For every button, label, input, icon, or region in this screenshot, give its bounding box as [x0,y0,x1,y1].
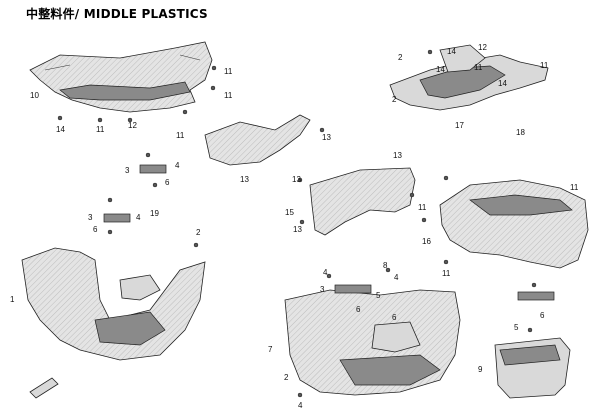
callout-11: 11 [224,91,233,100]
callout-14: 14 [498,79,507,88]
callout-6: 6 [165,178,170,187]
part-16-left-side-cover [309,167,416,236]
callout-labels: 1 2 2 2 2 3 3 3 4 4 4 4 4 5 5 6 6 6 6 6 … [10,43,579,410]
part-7-right-footwell [284,289,461,396]
callout-14: 14 [56,125,65,134]
callout-11: 11 [224,67,233,76]
callout-11: 11 [540,61,549,70]
callout-4: 4 [323,268,328,277]
callout-13: 13 [393,151,402,160]
callout-10: 10 [30,91,39,100]
callout-8: 8 [383,261,388,270]
callout-4: 4 [175,161,180,170]
callout-5: 5 [514,323,519,332]
callout-4: 4 [298,401,303,410]
callout-7: 7 [268,345,273,354]
callout-2: 2 [284,373,289,382]
callout-9: 9 [478,365,483,374]
callout-13: 13 [292,175,301,184]
callout-17: 17 [455,121,464,130]
callout-16: 16 [422,237,431,246]
callout-11: 11 [570,183,579,192]
part-17-rear-frame [389,44,549,111]
callout-19: 19 [150,209,159,218]
callout-14: 14 [447,47,456,56]
fasteners [57,49,537,398]
callout-6: 6 [392,313,397,322]
callout-13: 13 [240,175,249,184]
callout-1: 1 [10,295,15,304]
orientation-arrow-icon [29,377,59,399]
callout-11: 11 [176,131,185,140]
callout-11: 11 [96,125,105,134]
part-11-right-side-cover [439,179,589,269]
part-1-left-footwell [21,247,206,361]
callout-6: 6 [93,225,98,234]
page-title: 中整料件/ MIDDLE PLASTICS [26,7,208,21]
callout-18: 18 [516,128,525,137]
part-13-center-panel [204,114,311,166]
callout-15: 15 [285,208,294,217]
part-10-front-panel [29,41,213,113]
callout-4: 4 [394,273,399,282]
callout-2: 2 [398,53,403,62]
callout-13: 13 [322,133,331,142]
callout-3: 3 [320,285,325,294]
callout-2: 2 [392,95,397,104]
callout-4: 4 [136,213,141,222]
callout-2: 2 [196,228,201,237]
callout-3: 3 [88,213,93,222]
callout-11: 11 [442,269,451,278]
part-9-storage-tray [494,337,571,399]
mount-brackets [103,164,555,301]
callout-3: 3 [125,166,130,175]
callout-6: 6 [356,305,361,314]
callout-5: 5 [376,291,381,300]
callout-11: 11 [418,203,427,212]
callout-14: 14 [436,65,445,74]
callout-11: 11 [474,63,483,72]
callout-12: 12 [478,43,487,52]
callout-6: 6 [540,311,545,320]
callout-12: 12 [128,121,137,130]
callout-13: 13 [293,225,302,234]
